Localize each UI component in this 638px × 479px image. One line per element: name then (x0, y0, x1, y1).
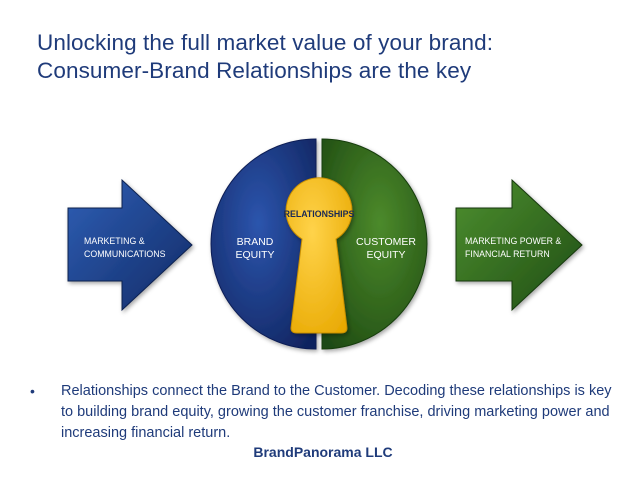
customer-equity-half (321, 138, 428, 350)
title-line-2: Consumer-Brand Relationships are the key (37, 58, 472, 83)
right-arrow-label-line2: FINANCIAL RETURN (465, 249, 550, 259)
brand-equity-label-line1: BRAND (237, 236, 274, 248)
customer-equity-label-line1: CUSTOMER (356, 236, 416, 248)
bullet-dot-icon: • (30, 383, 35, 399)
bullet-point: • Relationships connect the Brand to the… (30, 381, 615, 444)
customer-equity-label-line2: EQUITY (366, 249, 405, 261)
marketing-communications-arrow (67, 178, 193, 312)
footer-company: BrandPanorama LLC (0, 444, 638, 460)
marketing-power-financial-return-arrow (455, 178, 583, 312)
relationships-keyhole (285, 177, 353, 334)
left-arrow-label-line2: COMMUNICATIONS (84, 249, 166, 259)
brand-equity-half (210, 138, 317, 350)
slide-title: Unlocking the full market value of your … (37, 29, 617, 85)
footer-company-name: BrandPanorama LLC (253, 444, 393, 460)
title-line-1: Unlocking the full market value of your … (37, 30, 494, 55)
left-arrow-label-line1: MARKETING & (84, 236, 145, 246)
bullet-text: Relationships connect the Brand to the C… (61, 383, 612, 441)
brand-equity-label-line2: EQUITY (235, 249, 274, 261)
right-arrow-label-line1: MARKETING POWER & (465, 236, 561, 246)
keyhole-label: RELATIONSHIPS (284, 209, 355, 219)
